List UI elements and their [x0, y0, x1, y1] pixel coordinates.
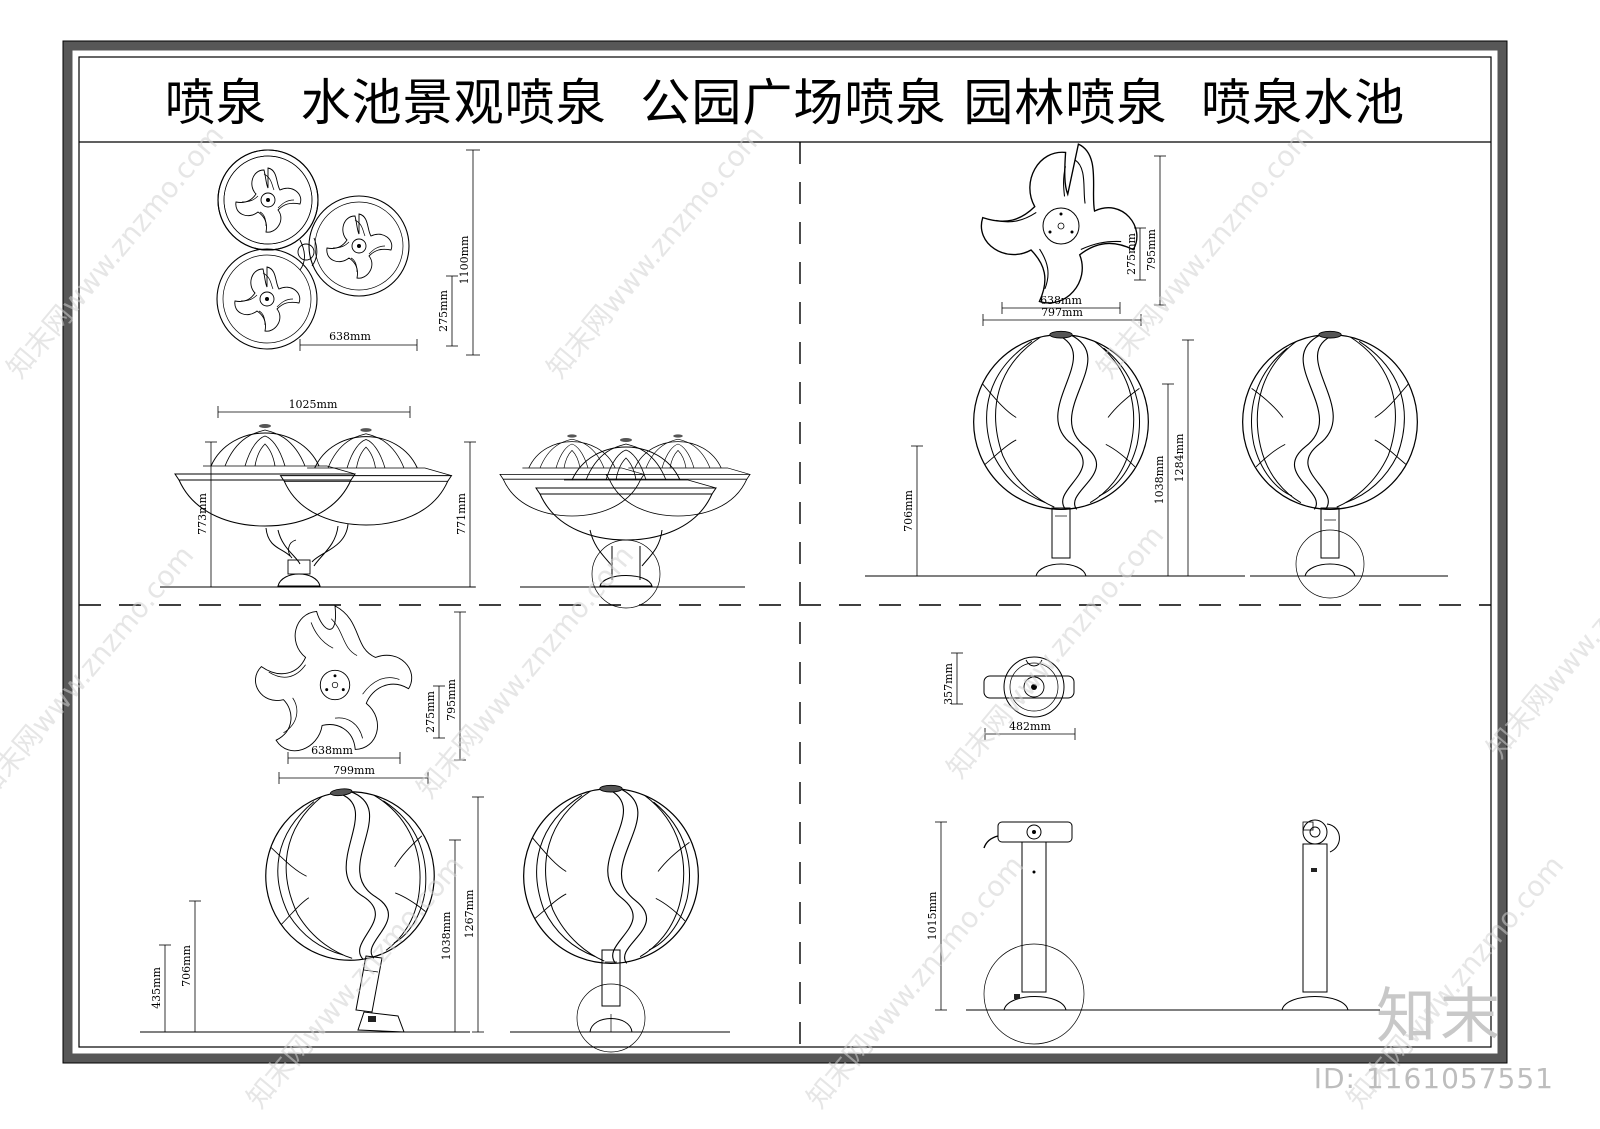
tr-plan-width-inner-label: 638mm — [1040, 294, 1082, 307]
tr-plan-part-label: 275mm — [1125, 233, 1138, 275]
tl-elevation-dimensions: 1025mm 773mm 771mm — [196, 398, 476, 588]
bl-elevation-dimensions: 435mm 706mm 1038mm 1267mm — [150, 796, 484, 1033]
bl-elev-1267-label: 1267mm — [463, 889, 476, 938]
br-plan-height-label: 357mm — [942, 663, 955, 705]
tr-plan-view — [967, 127, 1155, 320]
br-elevation-dimensions: 1015mm — [926, 821, 947, 1011]
bl-plan-width-inner-label: 638mm — [311, 744, 353, 757]
bl-plan-dimensions: 638mm 799mm 275mm 795mm — [278, 611, 466, 784]
br-plan-view — [983, 656, 1075, 718]
tl-plan-dimensions: 1100mm 275mm 638mm — [299, 149, 480, 356]
tr-plan-dimensions: 638mm 797mm 275mm 795mm — [982, 155, 1166, 326]
tl-plan-part-label: 275mm — [437, 290, 450, 332]
bl-elev-706-label: 706mm — [180, 945, 193, 987]
bl-elev-435-label: 435mm — [150, 967, 163, 1009]
bl-elevation-right — [510, 784, 730, 1053]
bl-plan-part-label: 275mm — [424, 691, 437, 733]
br-plan-width-label: 482mm — [1009, 720, 1051, 733]
tr-plan-width-outer-label: 797mm — [1041, 306, 1083, 319]
tr-plan-height-label: 795mm — [1145, 229, 1158, 271]
tr-elevation-right — [1242, 330, 1448, 599]
id-label: ID: 1161057551 — [1313, 1062, 1554, 1095]
br-plan-dimensions: 357mm 482mm — [942, 652, 1076, 740]
bl-plan-width-outer-label: 799mm — [333, 764, 375, 777]
bl-plan-height-label: 795mm — [445, 679, 458, 721]
tr-elev-1284-label: 1284mm — [1173, 433, 1186, 482]
tl-elev-height-right-label: 771mm — [455, 493, 468, 535]
tl-plan-height-label: 1100mm — [458, 235, 471, 284]
brand-logo-text: 知末 — [1376, 982, 1504, 1052]
bl-elev-1038-label: 1038mm — [440, 911, 453, 960]
br-elev-height-label: 1015mm — [926, 891, 939, 940]
tl-plan-width-label: 638mm — [329, 330, 371, 343]
tl-elev-height-left-label: 773mm — [196, 493, 209, 535]
tl-elev-width-label: 1025mm — [289, 398, 338, 411]
tr-elevation-left — [865, 330, 1245, 577]
tr-elev-1038-label: 1038mm — [1153, 455, 1166, 504]
tr-elevation-dimensions: 706mm 1038mm 1284mm — [902, 339, 1194, 577]
tl-plan-view — [216, 149, 410, 350]
br-elevation-right — [1281, 819, 1349, 1011]
tl-elevation-right — [499, 433, 751, 609]
tr-elev-706-label: 706mm — [902, 490, 915, 532]
